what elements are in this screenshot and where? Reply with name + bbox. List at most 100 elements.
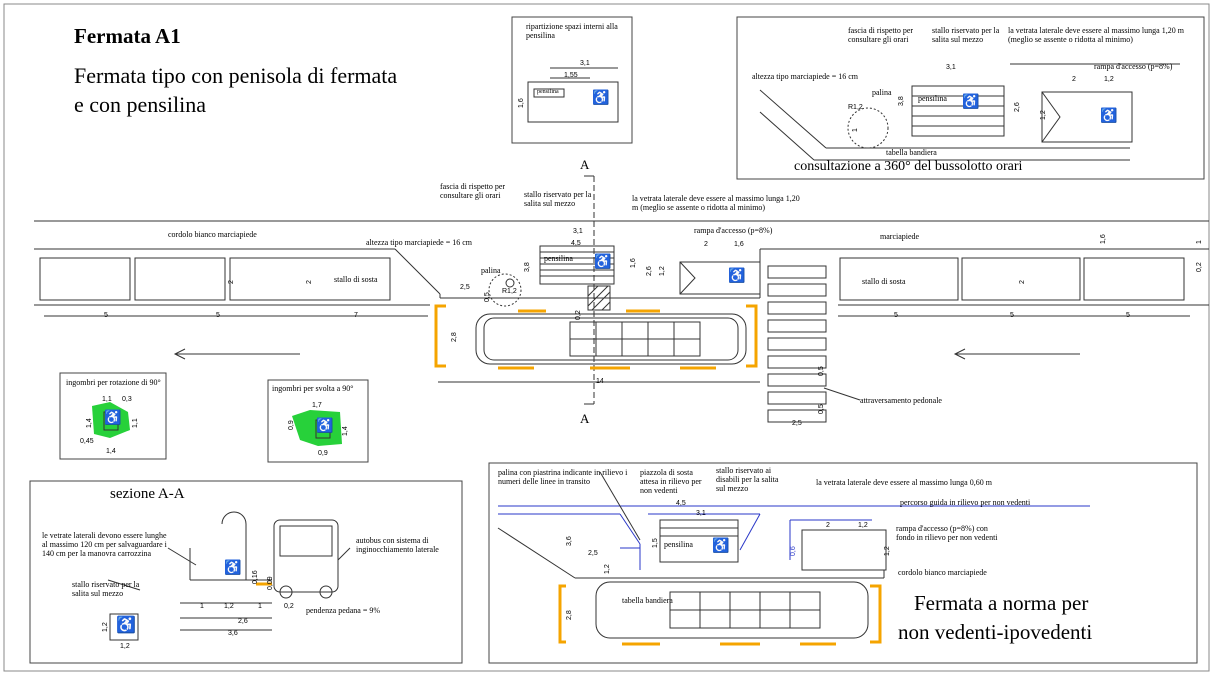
sez-dim-0-2: 0,2 bbox=[284, 603, 294, 610]
consult-dim-1-2-b: 1,2 bbox=[1040, 110, 1047, 120]
ing90-dim-1-1: 1,1 bbox=[102, 396, 112, 403]
sez-dim-0-09: 0,09 bbox=[267, 576, 274, 590]
ing90-dim-1-4: 1,4 bbox=[86, 418, 93, 428]
consult-dim-1-2: 1,2 bbox=[1104, 76, 1114, 83]
dim-r1-2: R1,2 bbox=[502, 288, 517, 295]
svolta-dim-1-7: 1,7 bbox=[312, 402, 322, 409]
dim-2-stall-b: 2 bbox=[306, 280, 313, 284]
dim-zebra-2-5: 2,5 bbox=[792, 420, 802, 427]
dim-5-a: 5 bbox=[104, 312, 108, 319]
nv-caption-line1: Fermata a norma per bbox=[914, 591, 1089, 615]
nv-dim-1-5: 1,5 bbox=[652, 538, 659, 548]
dim-3-1: 3,1 bbox=[573, 228, 583, 235]
dim-3-8: 3,8 bbox=[524, 262, 531, 272]
consult-dim-3-8: 3,8 bbox=[898, 96, 905, 106]
wheelchair-icon: ♿ bbox=[1100, 109, 1118, 124]
dim-0-5: 0,5 bbox=[484, 292, 491, 302]
ing90-dim-0-45: 0,45 bbox=[80, 438, 94, 445]
nv-dim-2-5: 2,5 bbox=[588, 550, 598, 557]
sez-dim-1: 1 bbox=[200, 603, 204, 610]
consult-pensilina: pensilina bbox=[918, 94, 947, 103]
dim-5-e: 5 bbox=[1126, 312, 1130, 319]
dim-1: 1 bbox=[1196, 240, 1203, 244]
nv-vetrata: la vetrata laterale deve essere al massi… bbox=[816, 478, 992, 487]
page-subtitle-line1: Fermata tipo con penisola di fermata bbox=[74, 63, 398, 88]
nv-dim-4-5: 4,5 bbox=[676, 500, 686, 507]
ing90-dim-0-3: 0,3 bbox=[122, 396, 132, 403]
dim-2-stall-c: 2 bbox=[1019, 280, 1026, 284]
consult-dim-3-1: 3,1 bbox=[946, 64, 956, 71]
wheelchair-icon: ♿ bbox=[712, 539, 730, 554]
consult-caption: consultazione a 360° del bussolotto orar… bbox=[794, 159, 1023, 174]
label-stallo-sosta-left: stallo di sosta bbox=[334, 275, 378, 284]
svolta-title: ingombri per svolta a 90° bbox=[272, 384, 354, 393]
dim-7: 7 bbox=[354, 312, 358, 319]
dim-2-5: 2,5 bbox=[460, 284, 470, 291]
sez-dim-3-6: 3,6 bbox=[228, 630, 238, 637]
wheelchair-icon: ♿ bbox=[594, 255, 612, 270]
consult-tabella: tabella bandiera bbox=[886, 148, 937, 157]
nv-dim-2-8: 2,8 bbox=[566, 610, 573, 620]
nv-caption-line2: non vedenti-ipovedenti bbox=[898, 620, 1093, 644]
page-subtitle-line2: e con pensilina bbox=[74, 92, 206, 117]
svolta-dim-0-9-b: 0,9 bbox=[318, 450, 328, 457]
nv-dim-1-2: 1,2 bbox=[604, 564, 611, 574]
label-rampa: rampa d'accesso (p=8%) bbox=[694, 226, 773, 235]
label-vetrata: la vetrata laterale deve essere al massi… bbox=[632, 194, 800, 212]
dim-5-b: 5 bbox=[216, 312, 220, 319]
consult-vetrata: la vetrata laterale deve essere al massi… bbox=[1008, 26, 1184, 44]
sezione-autobus: autobus con sistema di inginocchiamento … bbox=[356, 536, 439, 554]
dim-zebra-0-5-a: 0,5 bbox=[818, 366, 825, 376]
dim-5-c: 5 bbox=[894, 312, 898, 319]
nv-cordolo: cordolo bianco marciapiede bbox=[898, 568, 987, 577]
sezione-pendenza: pendenza pedana = 9% bbox=[306, 606, 381, 615]
dim-1-2-b: 1,6 bbox=[734, 241, 744, 248]
section-marker-bottom: A bbox=[580, 411, 590, 426]
consult-altezza: altezza tipo marciapiede = 16 cm bbox=[752, 72, 859, 81]
rip-dim-1-6: 1,6 bbox=[518, 98, 525, 108]
label-stallo-sosta-right: stallo di sosta bbox=[862, 277, 906, 286]
nv-dim-3-6: 3,6 bbox=[566, 536, 573, 546]
nv-piazzola: piazzola di sosta attesa in rilievo per … bbox=[640, 468, 702, 495]
nv-dim-3-1: 3,1 bbox=[696, 510, 706, 517]
label-stallo-salita: stallo riservato per la salita sul mezzo bbox=[524, 190, 592, 208]
nv-dim-1-2-c: 1,2 bbox=[884, 546, 891, 556]
consult-dim-2: 2 bbox=[1072, 76, 1076, 83]
nv-palina: palina con piastrina indicante in riliev… bbox=[498, 468, 628, 486]
sez-dim-1-2-v: 1,2 bbox=[102, 622, 109, 632]
svolta-dim-0-9: 0,9 bbox=[288, 420, 295, 430]
rip-pensilina: pensilina bbox=[537, 89, 559, 95]
label-pensilina: pensilina bbox=[544, 254, 573, 263]
label-altezza: altezza tipo marciapiede = 16 cm bbox=[366, 238, 473, 247]
sezione-vetrate: le vetrate laterali devono essere lunghe… bbox=[42, 531, 167, 558]
label-attraversamento: attraversamento pedonale bbox=[860, 396, 942, 405]
wheelchair-icon: ♿ bbox=[592, 91, 610, 106]
svolta-dim-1-4: 1,4 bbox=[342, 426, 349, 436]
nv-pensilina: pensilina bbox=[664, 540, 693, 549]
nv-rampa: rampa d'accesso (p=8%) con fondo in rili… bbox=[896, 524, 998, 542]
sez-dim-1-2-h: 1,2 bbox=[120, 643, 130, 650]
sez-dim-1-2: 1,2 bbox=[224, 603, 234, 610]
dim-2-6: 2,6 bbox=[646, 266, 653, 276]
nv-dim-0-6: 0,6 bbox=[790, 546, 797, 556]
nv-dim-2: 2 bbox=[826, 522, 830, 529]
consult-dim-2-6: 2,6 bbox=[1014, 102, 1021, 112]
label-fascia: fascia di rispetto per consultare gli or… bbox=[440, 182, 506, 200]
consult-dim-1: 1 bbox=[852, 128, 859, 132]
nv-dim-1-2-b: 1,2 bbox=[858, 522, 868, 529]
dim-2-8: 2,8 bbox=[451, 332, 458, 342]
consult-fascia: fascia di rispetto per consultare gli or… bbox=[848, 26, 914, 44]
dim-zebra-0-5-b: 0,5 bbox=[818, 404, 825, 414]
sezione-title: sezione A-A bbox=[110, 486, 185, 502]
wheelchair-icon: ♿ bbox=[316, 419, 334, 434]
dim-0-2: 0,2 bbox=[575, 310, 582, 320]
dim-0-2-b: 0,2 bbox=[1196, 262, 1203, 272]
dim-1-6-b: 1,6 bbox=[1100, 234, 1107, 244]
ingombri90-title: ingombri per rotazione di 90° bbox=[66, 378, 161, 387]
ing90-dim-1-4-b: 1,4 bbox=[106, 448, 116, 455]
dim-4-5: 4,5 bbox=[571, 240, 581, 247]
dim-5-d: 5 bbox=[1010, 312, 1014, 319]
dim-1-2: 1,2 bbox=[659, 266, 666, 276]
dim-14: 14 bbox=[596, 378, 604, 385]
